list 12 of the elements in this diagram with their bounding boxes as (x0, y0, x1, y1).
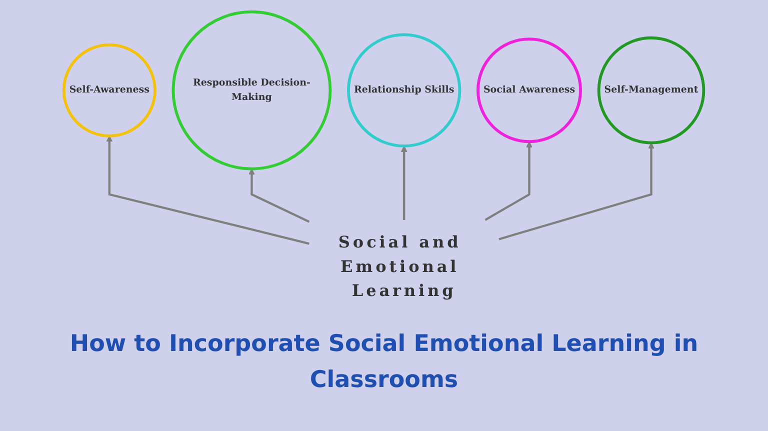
arrow (401, 146, 408, 220)
node-text: Social and Emotional Learning (338, 233, 462, 300)
arrow (484, 141, 533, 221)
arrow (106, 136, 310, 245)
arrow (248, 168, 310, 223)
node-circle: Social Awareness (476, 38, 582, 144)
arrow (498, 142, 655, 240)
node-circle: Self-Management (598, 36, 706, 144)
node-circle: Self-Awareness (62, 43, 157, 138)
node-circle: Relationship Skills (347, 33, 462, 148)
title: How to Incorporate Social Emotional Learning in Classrooms (68, 330, 700, 395)
node-circle: Responsible Decision-Making (172, 10, 332, 170)
